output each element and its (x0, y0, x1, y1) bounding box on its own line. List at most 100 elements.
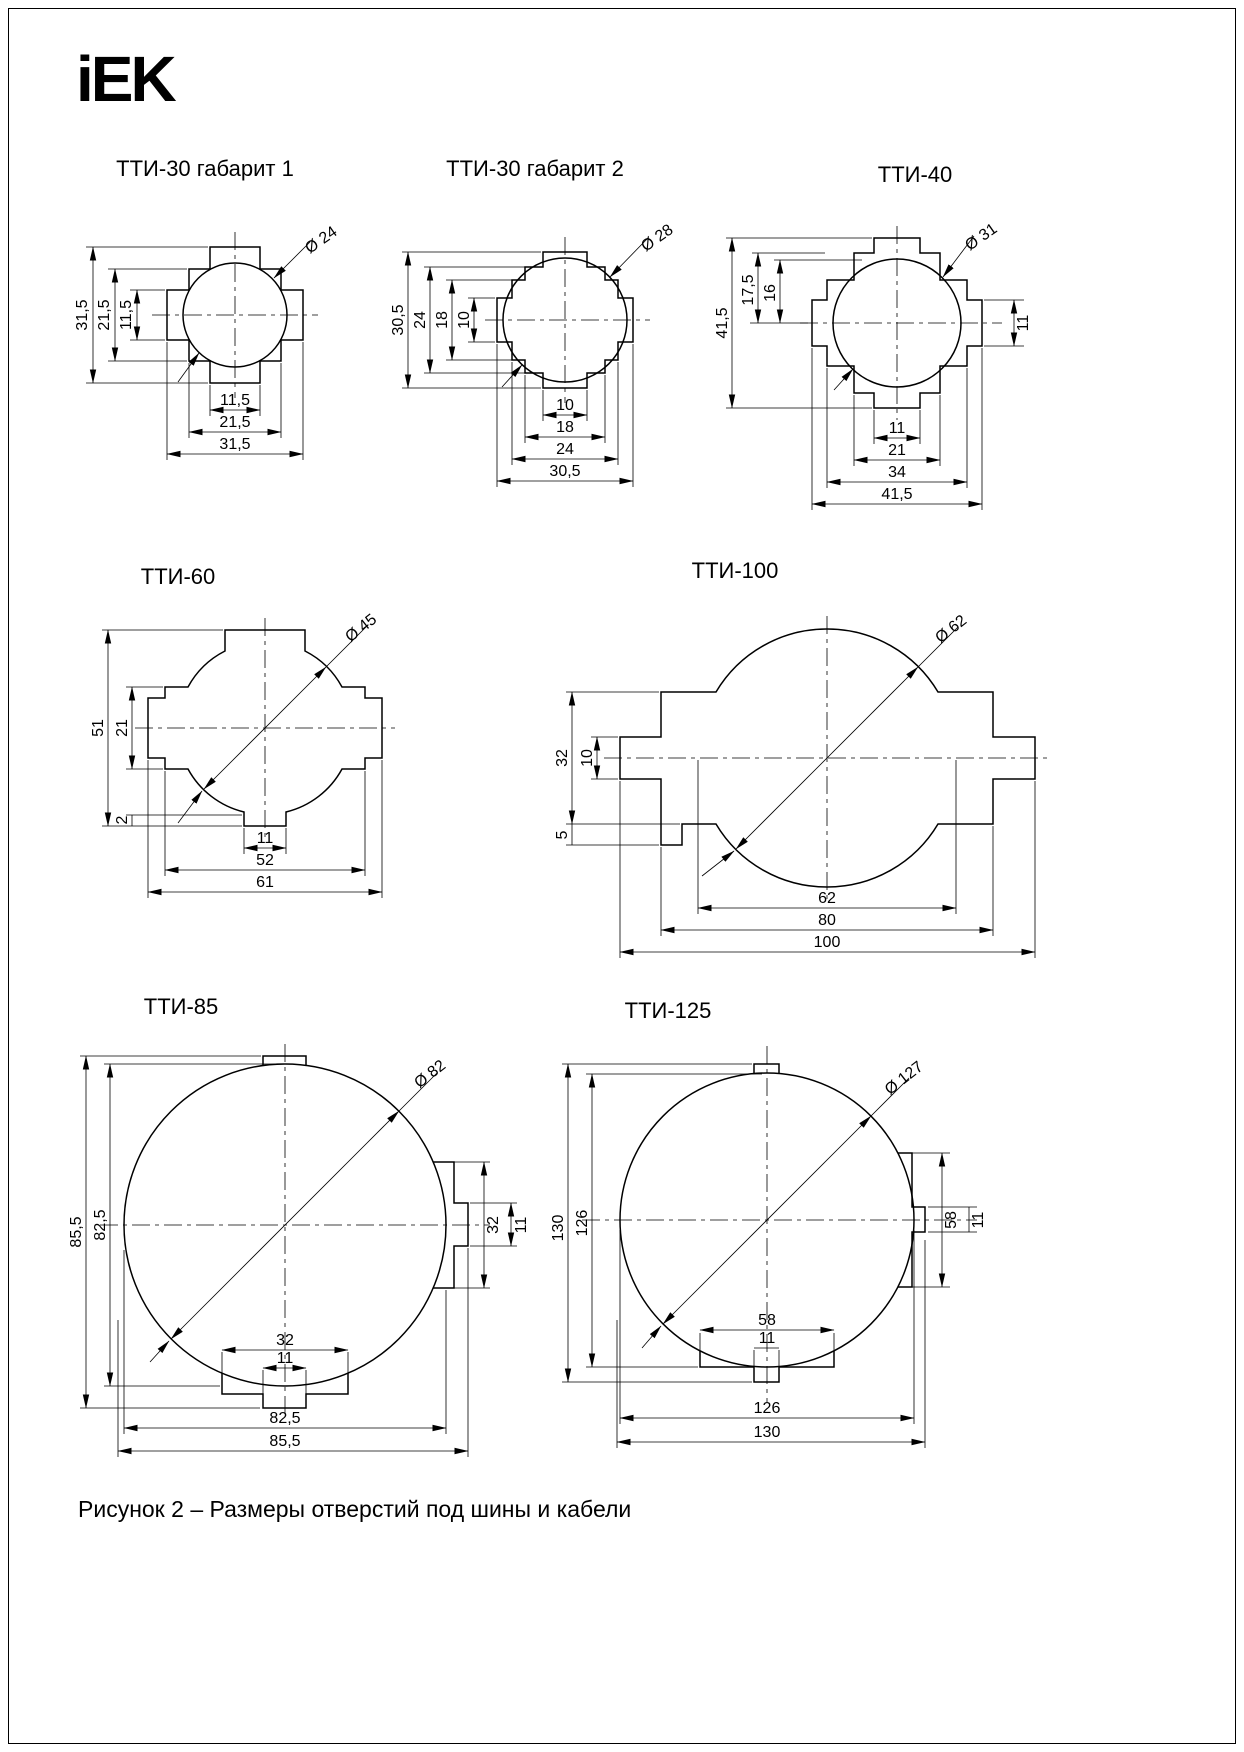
drawing-tti-100: 32 10 5 62 80 100 Ø 62 (554, 612, 1050, 958)
dim-label: 52 (256, 852, 274, 869)
hole-shape (123, 1055, 469, 1409)
figure-title: ТТИ-125 (624, 998, 712, 1023)
diameter-leader (942, 235, 975, 278)
hole-circle (123, 1063, 447, 1387)
hole-shape (496, 251, 634, 389)
dim-label: 21,5 (96, 299, 113, 330)
dim-label: 11 (277, 1350, 294, 1367)
dim-label: 11 (257, 830, 274, 847)
dim-label: 31,5 (219, 436, 250, 453)
dim-label: 100 (814, 934, 841, 951)
dim-label: 51 (90, 719, 107, 737)
centerlines (152, 232, 318, 398)
hole-circle (832, 258, 962, 388)
dim-label: 21 (888, 442, 906, 459)
hole-outline (147, 629, 383, 827)
diameter-label: Ø 31 (962, 220, 1000, 254)
figure-title: ТТИ-40 (877, 162, 953, 187)
figure-caption: Рисунок 2 – Размеры отверстий под шины и… (78, 1496, 632, 1522)
centerlines (100, 1044, 490, 1416)
corner-arrow (701, 850, 735, 877)
drawing-tti-30-gabarit-1: 31,5 21,5 11,5 11,5 21,5 31,5 Ø 24 (74, 223, 341, 460)
dim-label: 16 (762, 284, 779, 302)
dimension-lines (728, 235, 1018, 508)
diameter-line (735, 666, 919, 850)
corner-arrow (501, 364, 523, 388)
dim-label: 11,5 (118, 300, 135, 330)
dim-label: 58 (943, 1211, 960, 1229)
dim-label: 2 (114, 815, 131, 824)
hole-outline (811, 237, 983, 409)
dim-label: 30,5 (390, 304, 407, 335)
dim-label: 80 (818, 912, 836, 929)
dim-label: 10 (579, 749, 596, 767)
hole-circle (502, 257, 628, 383)
dim-label: 24 (556, 441, 574, 458)
dimension-lines (104, 629, 383, 896)
diameter-label: Ø 45 (342, 611, 380, 646)
right-tab (433, 1161, 469, 1289)
dim-label: 85,5 (68, 1216, 85, 1247)
drawing-tti-60: 51 21 2 11 52 61 Ø 45 (90, 611, 395, 898)
dim-label: 18 (434, 311, 451, 329)
top-tab (753, 1063, 780, 1074)
centerlines (485, 237, 650, 403)
bottom-tab (699, 1351, 835, 1383)
dim-label: 11 (970, 1212, 987, 1229)
diameter-label: Ø 24 (302, 223, 340, 257)
hole-circle (182, 262, 288, 368)
dim-label: 11 (513, 1217, 530, 1234)
dim-label: 31,5 (74, 299, 91, 330)
figure-title: ТТИ-85 (143, 994, 219, 1019)
dim-label: 32 (554, 749, 571, 767)
dim-label: 34 (888, 464, 906, 481)
hole-outline (496, 251, 634, 389)
dimension-labels: 32 10 5 62 80 100 Ø 62 (554, 612, 970, 951)
centerlines (582, 1046, 977, 1402)
figure-title: ТТИ-30 габарит 1 (116, 156, 294, 181)
dim-label: 32 (276, 1332, 294, 1349)
corner-arrow (177, 352, 200, 383)
diameter-leader (273, 241, 311, 279)
dim-label: 10 (556, 397, 574, 414)
extension-lines (566, 626, 1036, 958)
dim-label: 126 (754, 1400, 781, 1417)
diameter-label: Ø 127 (882, 1058, 927, 1098)
hole-shape (619, 1063, 926, 1383)
dim-label: 82,5 (92, 1209, 109, 1240)
dimension-labels: 130 126 58 11 58 11 126 130 Ø 127 (550, 1058, 987, 1441)
corner-arrow (149, 1340, 170, 1363)
dimension-labels: 31,5 21,5 11,5 11,5 21,5 31,5 Ø 24 (74, 223, 341, 453)
figure-title: ТТИ-30 габарит 2 (446, 156, 624, 181)
extension-lines (562, 1063, 977, 1448)
figure-title: ТТИ-60 (140, 564, 216, 589)
corner-arrow (833, 368, 854, 391)
page-border (8, 8, 1236, 1744)
dimension-labels: 30,5 24 18 10 10 18 24 30,5 Ø 28 (390, 221, 677, 480)
drawing-tti-40: 41,5 17,5 16 11 11 21 34 41,5 Ø 31 (714, 220, 1032, 510)
diameter-label: Ø 28 (638, 221, 676, 255)
dim-label: 18 (556, 419, 574, 436)
dim-label: 32 (485, 1216, 502, 1234)
hole-shape (147, 629, 383, 827)
bottom-tab (221, 1373, 349, 1409)
dim-label: 10 (456, 311, 473, 329)
diameter-line (203, 666, 327, 790)
top-tab (262, 1055, 307, 1066)
extension-lines (402, 251, 634, 487)
dimension-lines (564, 1063, 970, 1446)
extension-lines (80, 1055, 517, 1457)
dim-label: 130 (754, 1424, 781, 1441)
dim-label: 58 (758, 1312, 776, 1329)
diameter-label: Ø 82 (411, 1057, 449, 1092)
dimension-lines (568, 666, 1036, 956)
dim-label: 130 (550, 1215, 567, 1242)
dim-label: 41,5 (881, 486, 912, 503)
dim-label: 41,5 (714, 307, 731, 338)
diameter-line (170, 1110, 400, 1340)
hole-shape (811, 237, 983, 409)
hole-outline (619, 628, 1036, 888)
figure-title: ТТИ-100 (691, 558, 779, 583)
hole-circle (619, 1072, 915, 1368)
dim-label: 21,5 (219, 414, 250, 431)
